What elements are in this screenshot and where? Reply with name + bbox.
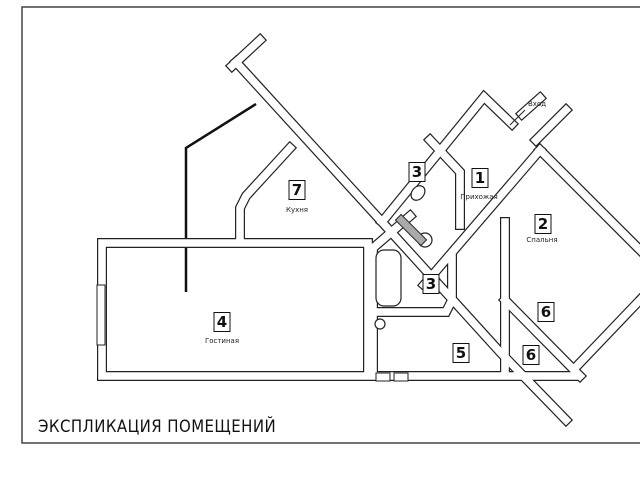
toilet-icon	[410, 185, 426, 201]
entrance-door	[509, 109, 526, 126]
frame	[21, 6, 640, 444]
room-1-number: 1	[471, 168, 489, 188]
room-3b-number: 3	[422, 274, 440, 294]
room-7-number: 7	[288, 180, 306, 200]
room-7-name: Кухня	[285, 206, 309, 214]
room-3a-number: 3	[408, 162, 426, 182]
walls	[97, 32, 640, 428]
vent	[393, 372, 409, 382]
room-4-name: Гостиная	[204, 337, 240, 345]
partition	[394, 213, 428, 247]
bathtub-icon	[375, 249, 402, 307]
room-1-name: Прихожая	[460, 193, 498, 201]
window	[96, 284, 106, 346]
entrance-label: Вход	[528, 100, 547, 108]
room-2-number: 2	[534, 214, 552, 234]
room-6a-number: 6	[537, 302, 555, 322]
washer-icon	[374, 318, 386, 330]
room-6b-number: 6	[522, 345, 540, 365]
room-4-number: 4	[213, 312, 231, 332]
plan-title: ЭКСПЛИКАЦИЯ ПОМЕЩЕНИЙ	[38, 417, 277, 437]
vent	[375, 372, 391, 382]
room-5-number: 5	[452, 343, 470, 363]
room-2-name: Спальня	[526, 236, 558, 244]
